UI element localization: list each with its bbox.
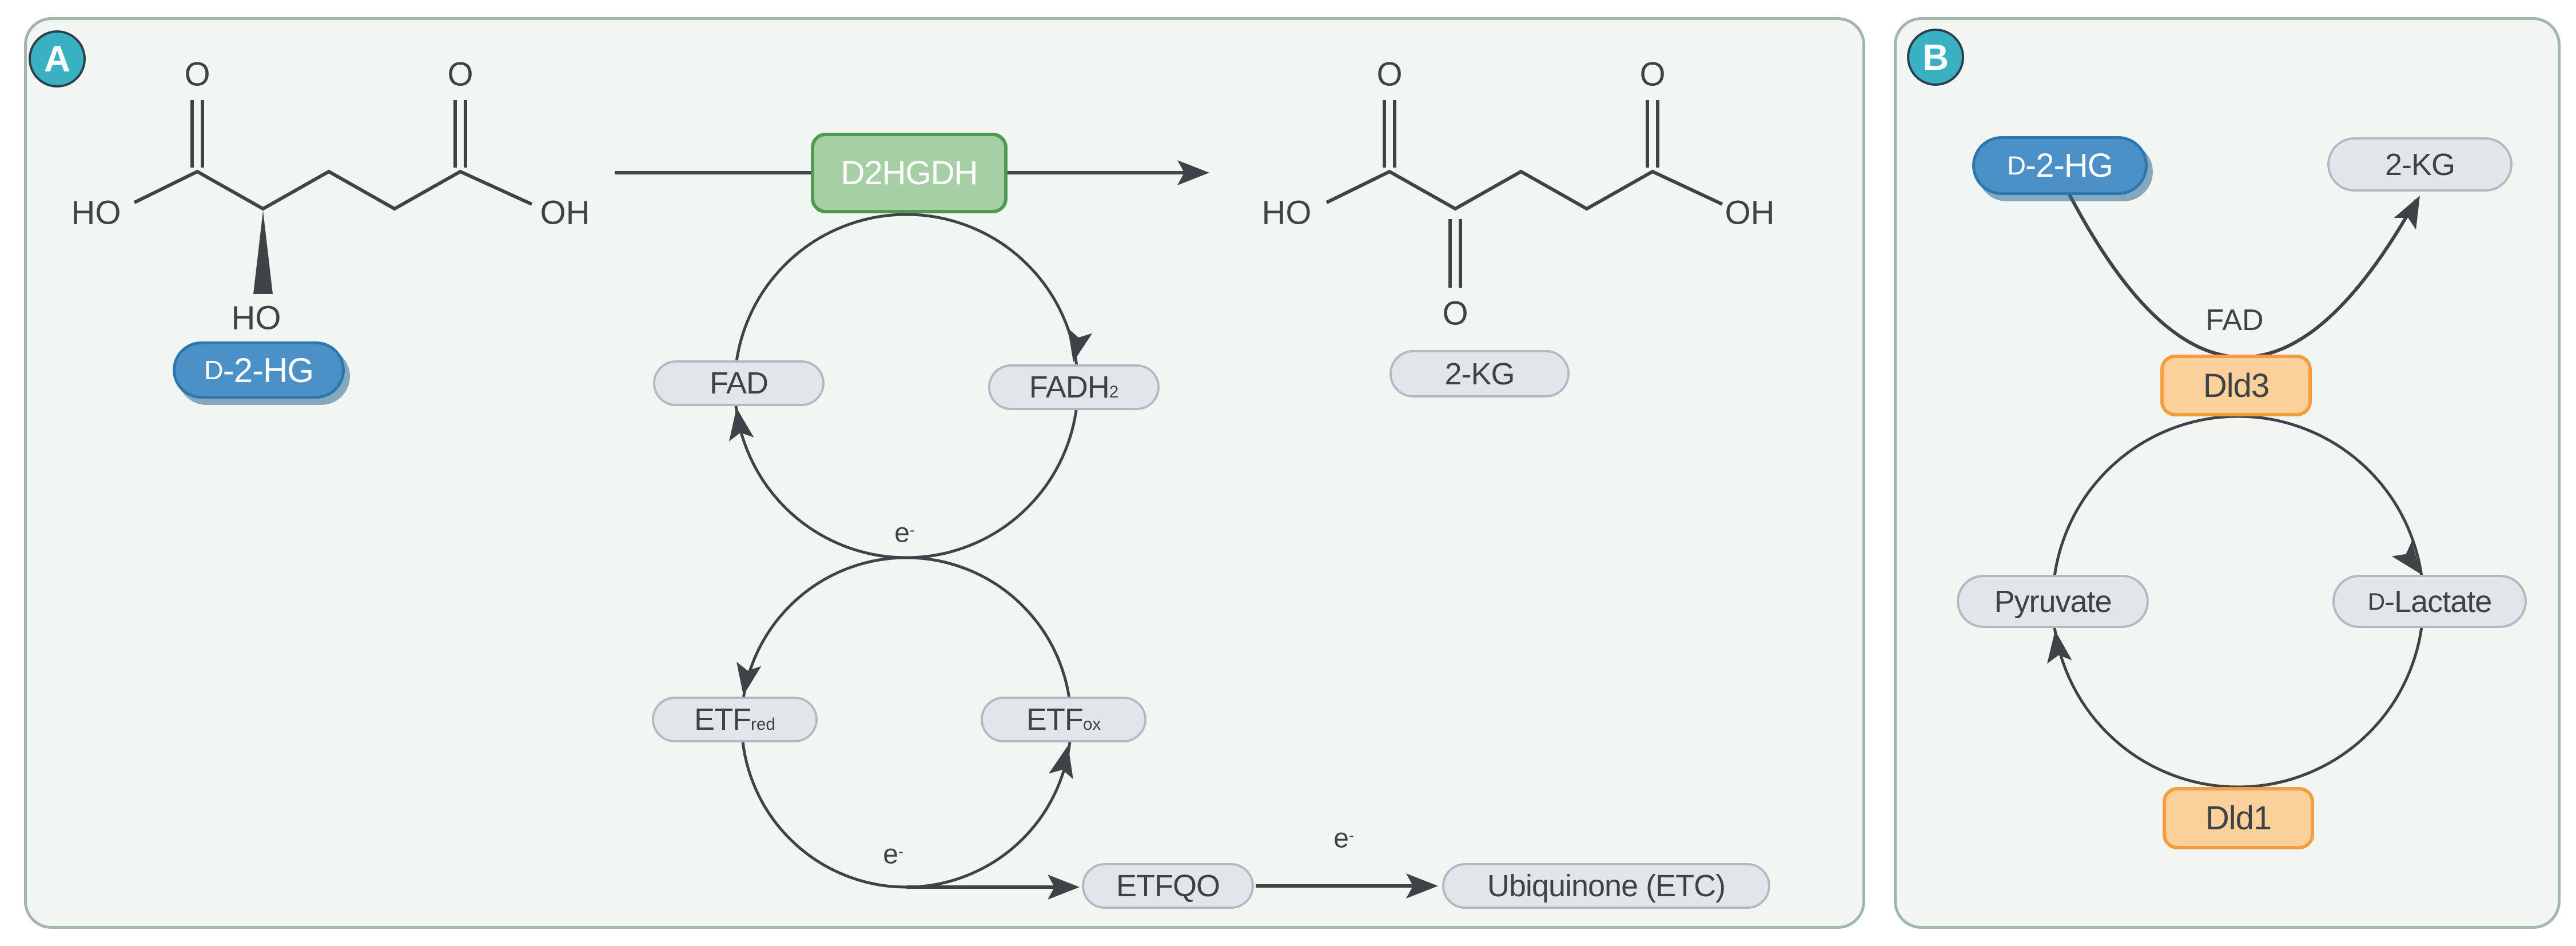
panel-b-badge-label: B [1922,37,1949,78]
product-2kg-label: 2-KG [2384,147,2455,182]
enzyme-dld3-label: Dld3 [2203,367,2270,404]
substrate-pill-d2hg: D-2-HG [173,341,345,399]
reaction-arrow-a [615,171,1418,889]
ubiquinone-pill: Ubiquinone (ETC) [1442,863,1770,909]
d-lactate-rest: -Lactate [2384,584,2492,619]
product-pill-2kg-a: 2-KG [1389,350,1570,398]
electron-minus: - [898,842,903,860]
substrate-pill-smallcap: D [204,355,224,385]
product-2kg-label: 2-KG [1444,356,1515,391]
atom-label-oh: OH [540,194,590,232]
substrate-pill-d2hg-b: D-2-HG [1972,136,2148,195]
etfqo-pill: ETFQO [1082,863,1254,909]
panel-a-badge-label: A [43,38,71,80]
etf-red-main: ETF [694,702,751,737]
atom-label-o: O [1639,55,1666,93]
d-lactate-pill: D-Lactate [2332,575,2527,628]
fad-pill: FAD [653,360,825,406]
d-lactate-smallcap: D [2367,587,2385,615]
atom-label-o-keto: O [1442,295,1468,332]
panel-a-badge: A [29,30,86,88]
electron-label-fad-cycle: e- [894,518,915,549]
panel-b-badge: B [1907,29,1964,86]
etfqo-label: ETFQO [1116,869,1220,903]
atom-label-o: O [184,55,210,93]
enzyme-box-dld1: Dld1 [2163,787,2314,849]
electron-e: e [894,518,910,548]
pyruvate-label: Pyruvate [1994,584,2112,619]
product-pill-2kg-b: 2-KG [2327,137,2513,192]
fadh2-subscript: 2 [1109,382,1119,402]
stereo-wedge-bond [253,210,273,294]
electron-minus: - [909,521,915,539]
etf-ox-main: ETF [1026,702,1084,737]
electron-label-etf-cycle: e- [883,839,903,871]
atom-label-ho: HO [1261,194,1312,232]
fadh2-main: FADH [1029,370,1110,404]
electron-e: e [883,839,898,870]
substrate-pill-rest: -2-HG [2025,147,2113,184]
substrate-pill-smallcap: D [2007,150,2026,180]
fad-cofactor-label: FAD [2205,304,2264,337]
electron-e: e [1333,823,1349,854]
enzyme-dld1-label: Dld1 [2205,800,2272,837]
substrate-pill-rest: -2-HG [222,351,314,389]
atom-label-ho-wedge: HO [231,299,281,337]
2kg-structure [1325,100,1723,288]
etf-red-subscript: red [751,714,775,734]
atom-label-o: O [447,55,473,93]
electron-label-to-ubiquinone: e- [1333,823,1354,854]
ubiquinone-label: Ubiquinone (ETC) [1487,869,1726,903]
electron-minus: - [1348,826,1354,844]
enzyme-box-dld3: Dld3 [2160,355,2312,416]
enzyme-box-d2hgdh: D2HGDH [811,133,1008,213]
d2hg-structure [133,100,533,294]
atom-label-oh: OH [1725,194,1775,232]
etf-ox-subscript: ox [1082,714,1101,734]
enzyme-d2hgdh-label: D2HGDH [841,154,978,192]
atom-label-ho: HO [71,194,121,232]
atom-label-o: O [1376,55,1403,93]
fad-label: FAD [709,366,769,400]
pyruvate-pill: Pyruvate [1957,575,2149,628]
